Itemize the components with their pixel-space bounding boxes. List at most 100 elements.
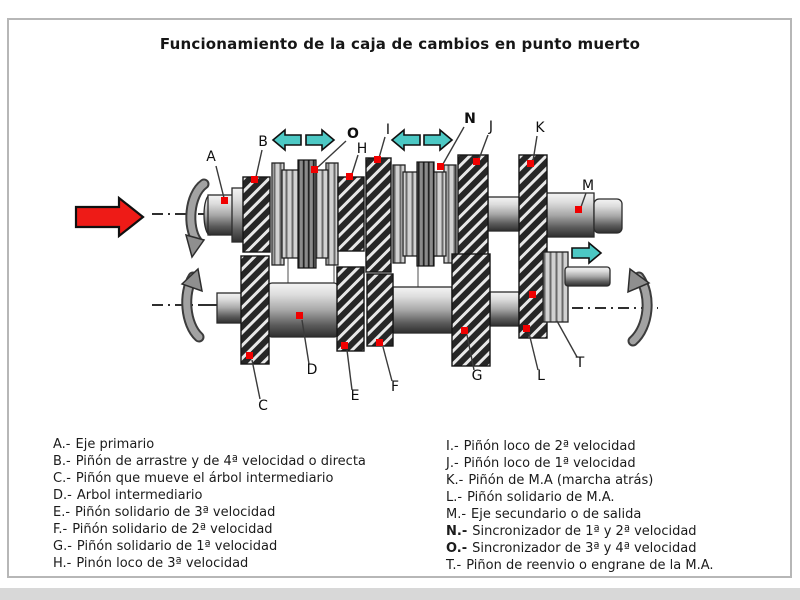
marker-h xyxy=(346,173,353,180)
gear-g xyxy=(451,253,491,367)
legend-key: D.- xyxy=(53,488,72,503)
secondary-shaft-mid xyxy=(487,196,521,232)
leader-c xyxy=(251,359,261,400)
legend-key: C.- xyxy=(53,471,71,486)
countershaft-right xyxy=(489,291,520,327)
gears xyxy=(240,154,548,367)
part-label-g: G xyxy=(472,368,483,384)
gear-f xyxy=(366,273,394,347)
synchro-ring xyxy=(416,161,435,267)
legend-item-e: E.-Piñón solidario de 3ª velocidad xyxy=(53,504,366,521)
shafts xyxy=(203,187,623,338)
legend-text: Piñón de M.A (marcha atrás) xyxy=(468,473,654,488)
legend-text: Eje primario xyxy=(75,437,155,452)
marker-n xyxy=(437,163,444,170)
part-label-i: I xyxy=(386,122,390,138)
marker-b xyxy=(251,176,258,183)
slide-right-arrow-icon xyxy=(423,128,454,152)
gear-k-l xyxy=(518,154,548,339)
legend-text: Sincronizador de 1ª y 2ª velocidad xyxy=(472,524,697,539)
slide-left-arrow-icon xyxy=(390,128,421,152)
part-label-o: O xyxy=(347,126,359,142)
leader-i xyxy=(378,136,386,159)
gear-c xyxy=(240,255,270,365)
legend-key: M.- xyxy=(446,507,467,522)
legend-item-g: G.-Piñón solidario de 1ª velocidad xyxy=(53,538,366,555)
legend-key: K.- xyxy=(446,473,464,488)
marker-o xyxy=(311,166,318,173)
legend-right-column: I.-Piñón loco de 2ª velocidad J.-Piñón l… xyxy=(446,438,714,574)
part-label-d: D xyxy=(307,362,318,378)
legend-text: Sincronizador de 3ª y 4ª velocidad xyxy=(472,541,697,556)
page-title: Funcionamiento de la caja de cambios en … xyxy=(159,35,641,53)
legend-key: H.- xyxy=(53,556,72,571)
legend-item-b: B.- Piñón de arrastre y de 4ª velocidad o… xyxy=(53,453,366,470)
leader-f xyxy=(382,346,393,382)
red-markers xyxy=(221,156,582,359)
legend-key: T.- xyxy=(446,558,462,573)
part-label-t: T xyxy=(575,355,585,371)
marker-l2 xyxy=(529,291,536,298)
legend-item-t: T.- Piñon de reenvio o engrane de la M.A. xyxy=(446,557,714,574)
leader-k xyxy=(532,135,538,162)
legend-item-f: F.-Piñón solidario de 2ª velocidad xyxy=(53,521,366,538)
part-label-k: K xyxy=(535,120,545,136)
legend-item-n: N.-Sincronizador de 1ª y 2ª velocidad xyxy=(446,523,714,540)
legend-item-a: A.-Eje primario xyxy=(53,436,366,453)
part-label-a: A xyxy=(206,149,216,165)
legend-key: L.- xyxy=(446,490,463,505)
marker-e xyxy=(341,342,348,349)
marker-g xyxy=(461,327,468,334)
rotation-arrows xyxy=(180,178,653,347)
part-label-f: F xyxy=(391,379,399,395)
marker-m xyxy=(575,206,582,213)
part-labels: A B O H I N J K M C D E F G L T xyxy=(206,111,594,414)
output-shaft-tip xyxy=(593,198,623,234)
synchro-o-drum xyxy=(271,159,339,269)
output-shaft-m xyxy=(545,192,595,238)
leader-a xyxy=(215,165,225,199)
marker-f xyxy=(376,339,383,346)
part-label-j: J xyxy=(488,119,493,135)
part-label-b: B xyxy=(258,134,268,150)
legend-item-d: D.-Arbol intermediario xyxy=(53,487,366,504)
marker-a xyxy=(221,197,228,204)
marker-c xyxy=(246,352,253,359)
reverse-engage-t xyxy=(542,251,611,323)
marker-i xyxy=(374,156,381,163)
reverse-collar xyxy=(542,251,569,323)
rotation-arrow-countershaft-icon xyxy=(180,267,205,343)
marker-k xyxy=(527,160,534,167)
leader-g xyxy=(466,334,475,371)
synchro-n-drum xyxy=(392,161,457,267)
legend-text: Piñón de arrastre y de 4ª velocidad o di… xyxy=(75,454,366,469)
leader-l xyxy=(528,332,539,371)
part-label-m: M xyxy=(582,178,594,194)
leader-h xyxy=(351,154,359,175)
output-direction-arrow-icon xyxy=(571,241,603,265)
lower-output-stub xyxy=(564,266,611,287)
legend-item-l: L.-Piñón solidario de M.A. xyxy=(446,489,714,506)
countershaft-mid xyxy=(392,286,453,334)
synchro-slide-arrows xyxy=(271,128,603,265)
slide-right-arrow-icon xyxy=(305,128,336,152)
legend-key: B.- xyxy=(53,454,71,469)
legend-key: O.- xyxy=(446,541,468,556)
part-label-h: H xyxy=(357,141,368,157)
part-label-e: E xyxy=(351,388,360,404)
part-label-l: L xyxy=(537,368,545,384)
legend-text: Piñón solidario de 3ª velocidad xyxy=(75,505,276,520)
legend-text: Piñón loco de 2ª velocidad xyxy=(463,439,636,454)
leader-lines xyxy=(215,126,587,400)
slide-left-arrow-icon xyxy=(271,128,302,152)
leader-d xyxy=(301,319,310,365)
legend-key: J.- xyxy=(446,456,459,471)
synchro-ring xyxy=(297,159,317,269)
rotation-arrow-output-icon xyxy=(627,267,653,347)
leader-b xyxy=(255,149,263,178)
marker-d xyxy=(296,312,303,319)
legend-text: Piñon de reenvio o engrane de la M.A. xyxy=(466,558,714,573)
leader-j xyxy=(478,134,489,160)
legend-left-column: A.-Eje primario B.- Piñón de arrastre y d… xyxy=(53,436,366,572)
input-arrow-icon xyxy=(74,195,145,239)
